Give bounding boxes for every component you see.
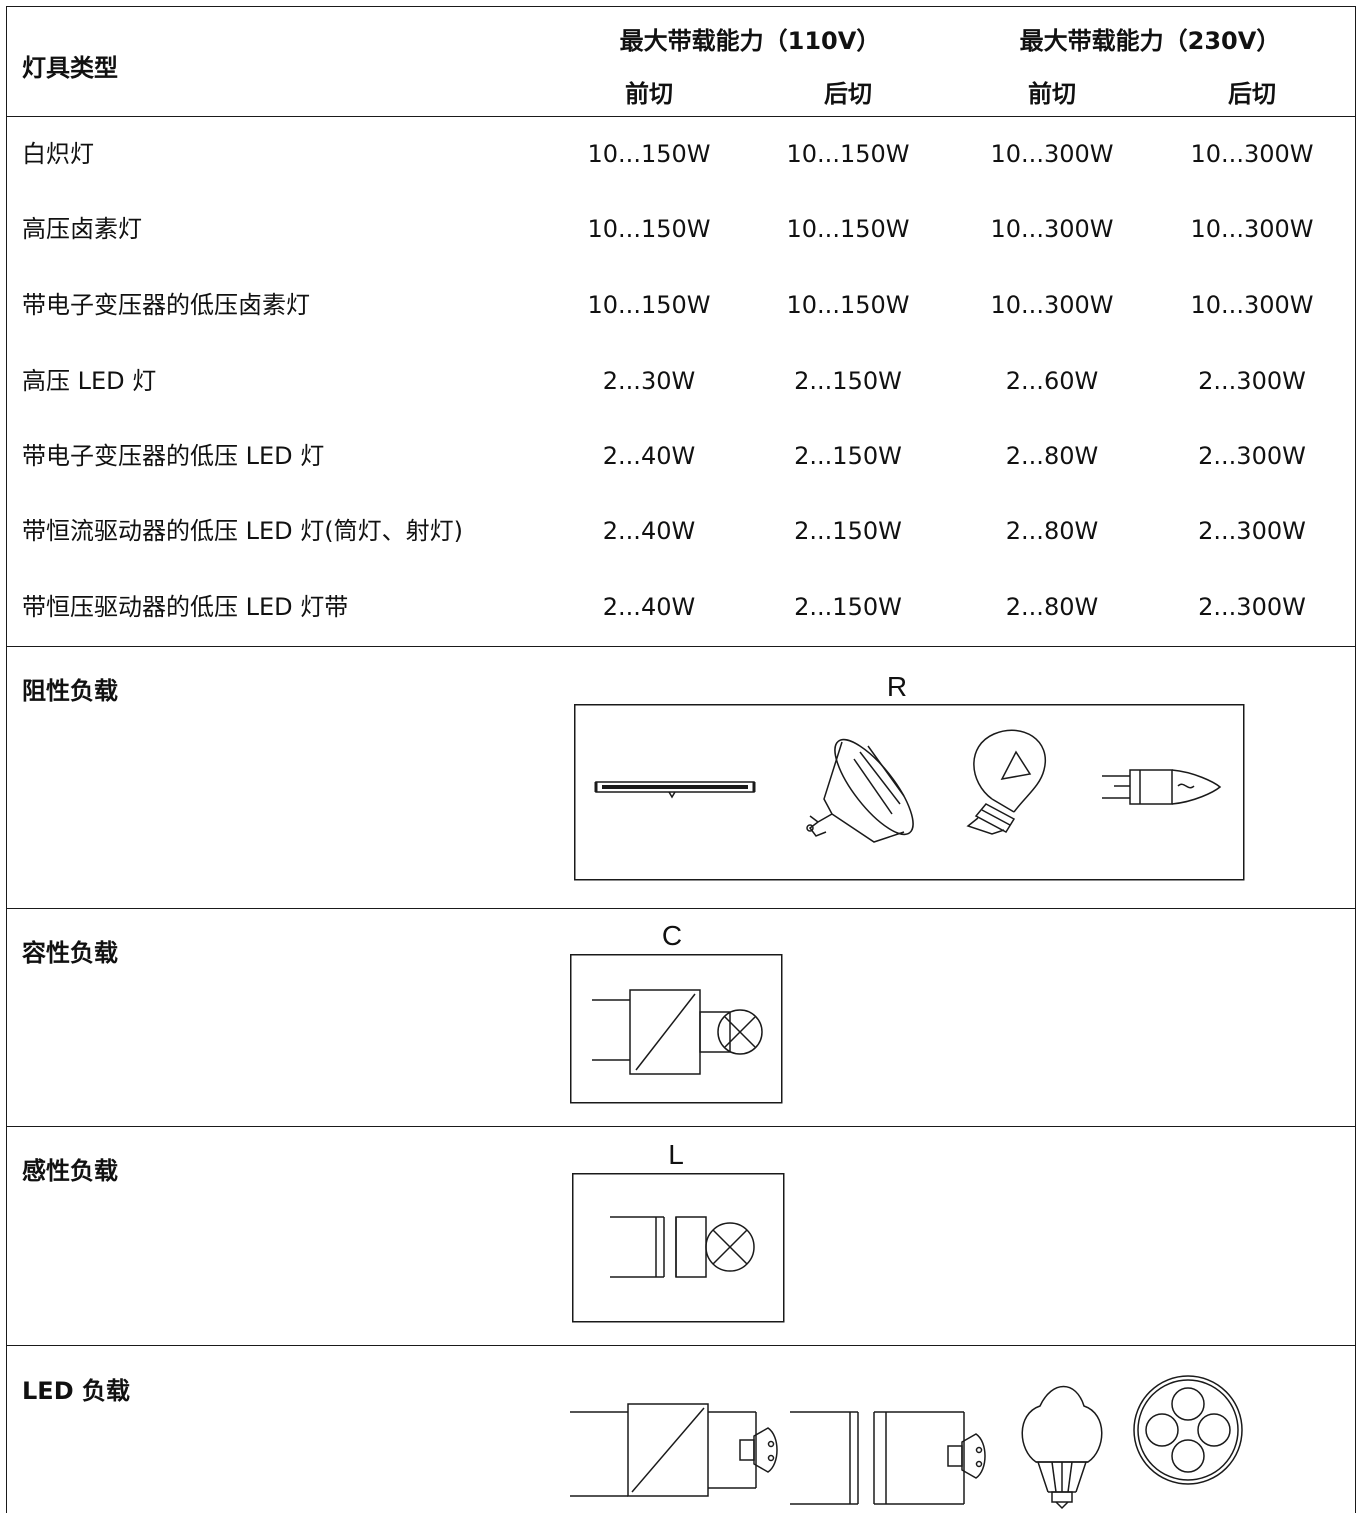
led-downlight-icon — [1133, 1375, 1243, 1485]
header-lamp-type: 灯具类型 — [22, 54, 118, 82]
header-230v-trailing-edge: 后切 — [1228, 80, 1276, 108]
load-label-resistive: 阻性负载 — [22, 677, 118, 705]
row-lamp-name: 带电子变压器的低压 LED 灯 — [22, 442, 325, 470]
row-110v-front: 10...150W — [587, 291, 711, 319]
row-divider-inductive — [6, 1126, 1356, 1127]
led-load-diagram — [568, 1366, 1248, 1513]
row-110v-back: 2...150W — [794, 517, 902, 545]
row-divider-capacitive — [6, 908, 1356, 909]
row-230v-front: 10...300W — [990, 291, 1114, 319]
header-230v-leading-edge: 前切 — [1028, 80, 1076, 108]
row-110v-back: 10...150W — [786, 140, 910, 168]
row-230v-front: 2...80W — [1005, 517, 1099, 545]
table-top-border — [6, 6, 1356, 7]
row-230v-back: 2...300W — [1198, 593, 1306, 621]
row-230v-back: 2...300W — [1198, 367, 1306, 395]
row-230v-back: 2...300W — [1198, 517, 1306, 545]
reflector-lamp-icon — [806, 738, 914, 843]
row-lamp-name: 高压卤素灯 — [22, 215, 142, 243]
header-max-load-110v: 最大带载能力（110V） — [619, 27, 881, 55]
load-label-capacitive: 容性负载 — [22, 939, 118, 967]
row-230v-back: 10...300W — [1190, 291, 1314, 319]
row-lamp-name: 带恒压驱动器的低压 LED 灯带 — [22, 593, 349, 621]
row-lamp-name: 白炽灯 — [22, 140, 94, 168]
row-230v-back: 2...300W — [1198, 442, 1306, 470]
header-max-load-230v: 最大带载能力（230V） — [1019, 27, 1281, 55]
inductive-symbol: L — [668, 1139, 684, 1170]
resistive-load-diagram — [574, 704, 1246, 882]
row-230v-front: 2...80W — [1005, 442, 1099, 470]
capsule-lamp-icon — [1102, 769, 1222, 805]
row-110v-back: 10...150W — [786, 215, 910, 243]
inductive-load-diagram — [572, 1173, 786, 1325]
capacitive-load-diagram — [570, 954, 784, 1106]
row-110v-back: 2...150W — [794, 367, 902, 395]
header-110v-trailing-edge: 后切 — [824, 80, 872, 108]
row-110v-back: 2...150W — [794, 442, 902, 470]
row-110v-back: 10...150W — [786, 291, 910, 319]
electronic-transformer-lamp-icon — [592, 989, 763, 1075]
load-label-inductive: 感性负载 — [22, 1157, 118, 1185]
row-110v-front: 10...150W — [587, 215, 711, 243]
capacitive-symbol: C — [661, 920, 683, 951]
row-lamp-name: 带恒流驱动器的低压 LED 灯(筒灯、射灯) — [22, 517, 463, 545]
linear-halogen-tube-icon — [594, 781, 756, 799]
row-230v-front: 10...300W — [990, 140, 1114, 168]
led-driver-spotlight-icon — [570, 1403, 778, 1497]
row-divider-led — [6, 1345, 1356, 1346]
row-230v-front: 10...300W — [990, 215, 1114, 243]
row-110v-front: 2...40W — [602, 593, 696, 621]
row-110v-front: 2...30W — [602, 367, 696, 395]
table-right-border — [1355, 6, 1356, 1513]
table-left-border — [6, 6, 7, 1513]
led-bulb-icon — [1021, 1385, 1103, 1510]
load-label-led: LED 负载 — [22, 1377, 130, 1405]
row-230v-back: 10...300W — [1190, 140, 1314, 168]
row-230v-front: 2...60W — [1005, 367, 1099, 395]
row-230v-back: 10...300W — [1190, 215, 1314, 243]
incandescent-bulb-icon — [966, 729, 1047, 835]
led-magnetic-spotlight-icon — [790, 1411, 986, 1505]
row-lamp-name: 带电子变压器的低压卤素灯 — [22, 291, 310, 319]
row-lamp-name: 高压 LED 灯 — [22, 367, 157, 395]
header-110v-leading-edge: 前切 — [625, 80, 673, 108]
row-110v-front: 2...40W — [602, 442, 696, 470]
row-110v-front: 10...150W — [587, 140, 711, 168]
row-divider-resistive — [6, 646, 1356, 647]
resistive-symbol: R — [886, 671, 908, 702]
header-bottom-border — [6, 116, 1356, 117]
row-110v-front: 2...40W — [602, 517, 696, 545]
magnetic-transformer-lamp-icon — [610, 1216, 755, 1278]
row-230v-front: 2...80W — [1005, 593, 1099, 621]
row-110v-back: 2...150W — [794, 593, 902, 621]
